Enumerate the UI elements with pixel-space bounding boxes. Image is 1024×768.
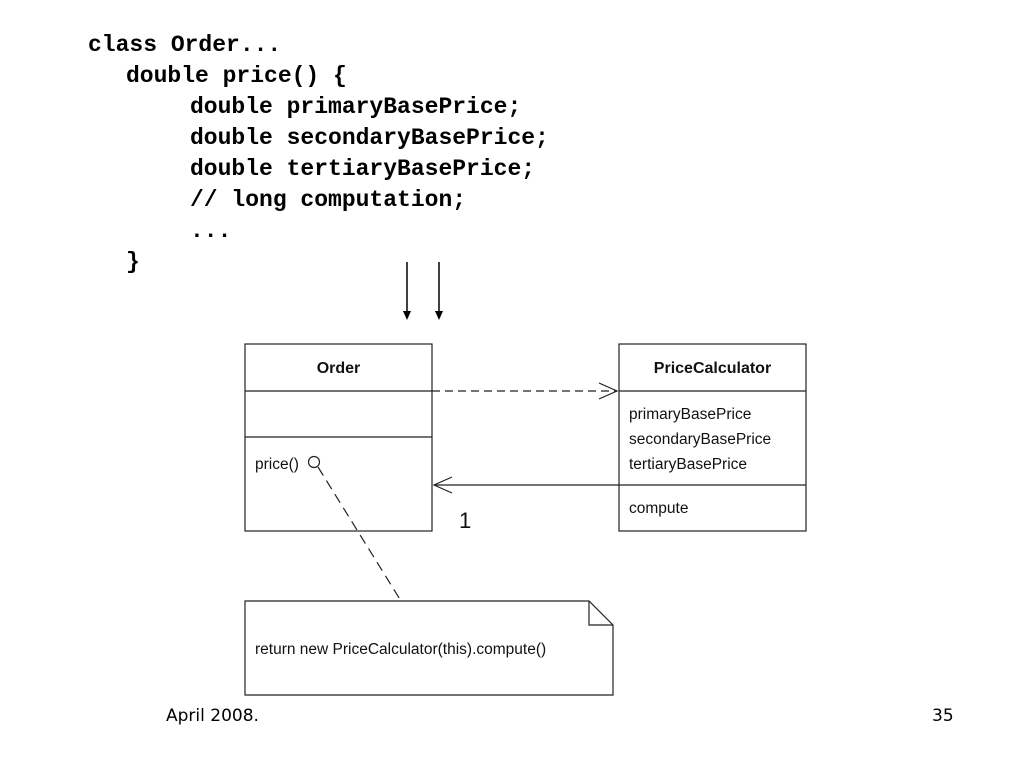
attribute-tertiary-base-price: tertiaryBasePrice (629, 456, 747, 473)
price-calculator-class-box: PriceCalculator primaryBasePrice seconda… (618, 343, 807, 532)
price-calculator-class-name: PriceCalculator (654, 360, 771, 377)
folded-corner-icon (588, 601, 613, 626)
code-line: double price() { (126, 63, 347, 89)
open-arrowhead-icon (598, 382, 619, 400)
code-block: class Order... double price() { double p… (0, 30, 549, 278)
note-box: return new PriceCalculator(this).compute… (244, 600, 614, 696)
page-number: 35 (932, 706, 954, 726)
code-line: double tertiaryBasePrice; (190, 156, 536, 182)
code-line: ... (190, 218, 232, 244)
multiplicity-label: 1 (459, 508, 471, 533)
code-line: double secondaryBasePrice; (190, 125, 549, 151)
code-line: // long computation; (190, 187, 467, 213)
association-arrow: 1 (432, 476, 619, 533)
refactor-arrows (403, 262, 443, 320)
note-text: return new PriceCalculator(this).compute… (255, 641, 546, 658)
code-line: class Order... (88, 32, 282, 58)
note-connector (317, 466, 402, 602)
arrowhead-icon (435, 311, 443, 320)
footer-date: April 2008. (166, 706, 259, 726)
attribute-secondary-base-price: secondaryBasePrice (629, 431, 771, 448)
code-line: } (126, 249, 140, 275)
code-line: double primaryBasePrice; (190, 94, 522, 120)
note-anchor-icon (307, 455, 321, 469)
order-class-box: Order price() (244, 343, 433, 532)
order-operation-price: price() (255, 456, 299, 473)
dependency-arrow (432, 382, 619, 400)
price-calculator-operation-compute: compute (629, 500, 688, 517)
open-arrowhead-icon (432, 476, 453, 494)
attribute-primary-base-price: primaryBasePrice (629, 406, 751, 423)
arrowhead-icon (403, 311, 411, 320)
order-class-name: Order (317, 360, 361, 377)
